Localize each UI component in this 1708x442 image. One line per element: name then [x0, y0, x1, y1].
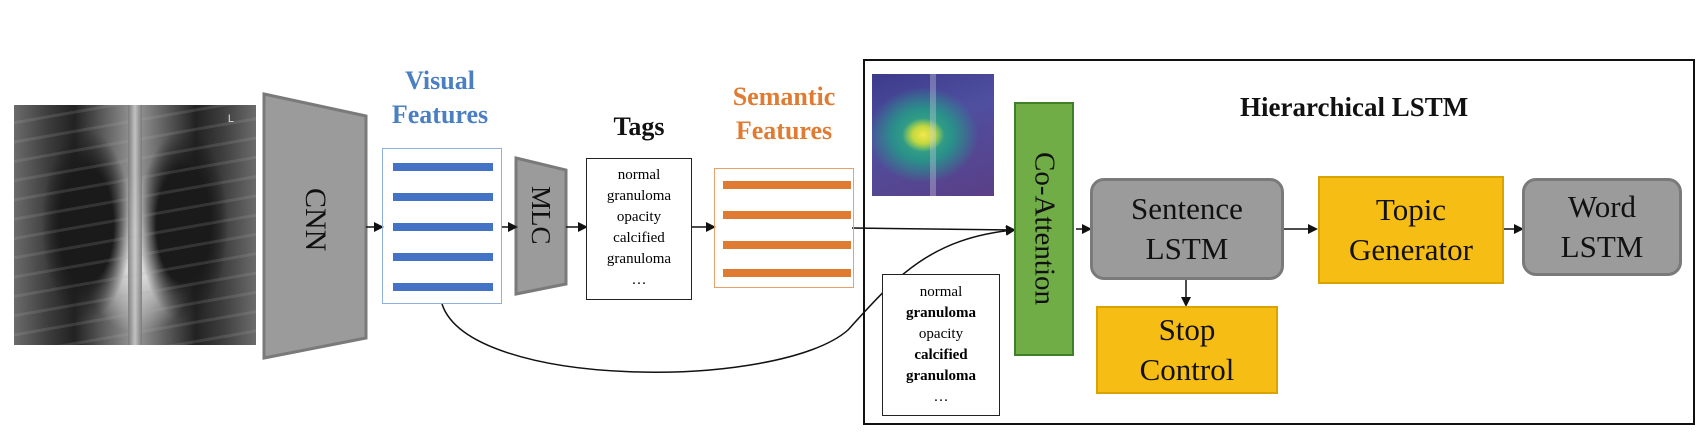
attended-tag: calcified	[914, 347, 968, 363]
semantic-feature-bar	[723, 211, 851, 219]
visual-feature-bar	[393, 253, 493, 261]
tag-item: calcified	[613, 230, 665, 246]
attended-tags-box: normal granuloma opacity calcified granu…	[882, 274, 1000, 416]
visual-feature-bar	[393, 193, 493, 201]
stop-control-line1: Stop	[1158, 312, 1216, 347]
visual-feature-bar	[393, 223, 493, 231]
sentence-lstm-node: Sentence LSTM	[1090, 178, 1284, 280]
tag-item: …	[631, 272, 647, 288]
sentence-lstm-line1: Sentence	[1131, 191, 1243, 226]
semantic-feature-bar	[723, 269, 851, 277]
tags-title: Tags	[613, 112, 665, 141]
tag-item: normal	[617, 167, 661, 183]
co-attention-label: Co-Attention	[1028, 152, 1061, 306]
arrow-semantic-to-coattention	[851, 224, 1016, 235]
word-lstm-line2: LSTM	[1560, 229, 1644, 264]
cnn-block	[262, 92, 368, 360]
stop-control-node: Stop Control	[1096, 306, 1278, 394]
word-lstm-node: Word LSTM	[1522, 178, 1682, 276]
mlc-block	[514, 156, 568, 296]
topic-generator-line1: Topic	[1375, 192, 1447, 227]
co-attention-block: Co-Attention	[1014, 102, 1074, 356]
semantic-feature-bar	[723, 181, 851, 189]
mlc-label: MLC	[526, 186, 556, 245]
hierarchical-lstm-frame	[863, 59, 1695, 425]
visual-features-box	[382, 148, 502, 304]
attended-tag: normal	[919, 284, 963, 300]
semantic-features-title: Semantic Features	[732, 82, 836, 145]
sentence-lstm-line2: LSTM	[1145, 231, 1229, 266]
visual-features-title: Visual Features	[391, 66, 489, 129]
topic-generator-line2: Generator	[1349, 232, 1473, 267]
semantic-feature-bar	[723, 241, 851, 249]
attended-tag: …	[933, 389, 949, 405]
tag-item: granuloma	[606, 251, 672, 267]
topic-generator-node: Topic Generator	[1318, 176, 1504, 284]
attended-tag: granuloma	[905, 305, 976, 321]
xray-side-marker: L	[227, 113, 234, 125]
attention-heatmap-image	[872, 74, 994, 196]
hierarchical-lstm-title: Hierarchical LSTM	[1240, 92, 1469, 122]
visual-feature-bar	[393, 163, 493, 171]
attended-tag: opacity	[918, 326, 964, 342]
arrow-visual-to-coattention-curve	[441, 225, 1016, 373]
word-lstm-line1: Word	[1567, 189, 1637, 224]
cnn-label: CNN	[299, 188, 332, 252]
semantic-features-box	[714, 168, 854, 288]
attended-tag: granuloma	[905, 368, 976, 384]
tags-box: normal granuloma opacity calcified granu…	[586, 158, 692, 300]
tag-item: granuloma	[606, 188, 672, 204]
visual-feature-bar	[393, 283, 493, 291]
tag-item: opacity	[616, 209, 662, 225]
stop-control-line2: Control	[1139, 352, 1235, 387]
chest-xray-image: L	[14, 105, 256, 345]
